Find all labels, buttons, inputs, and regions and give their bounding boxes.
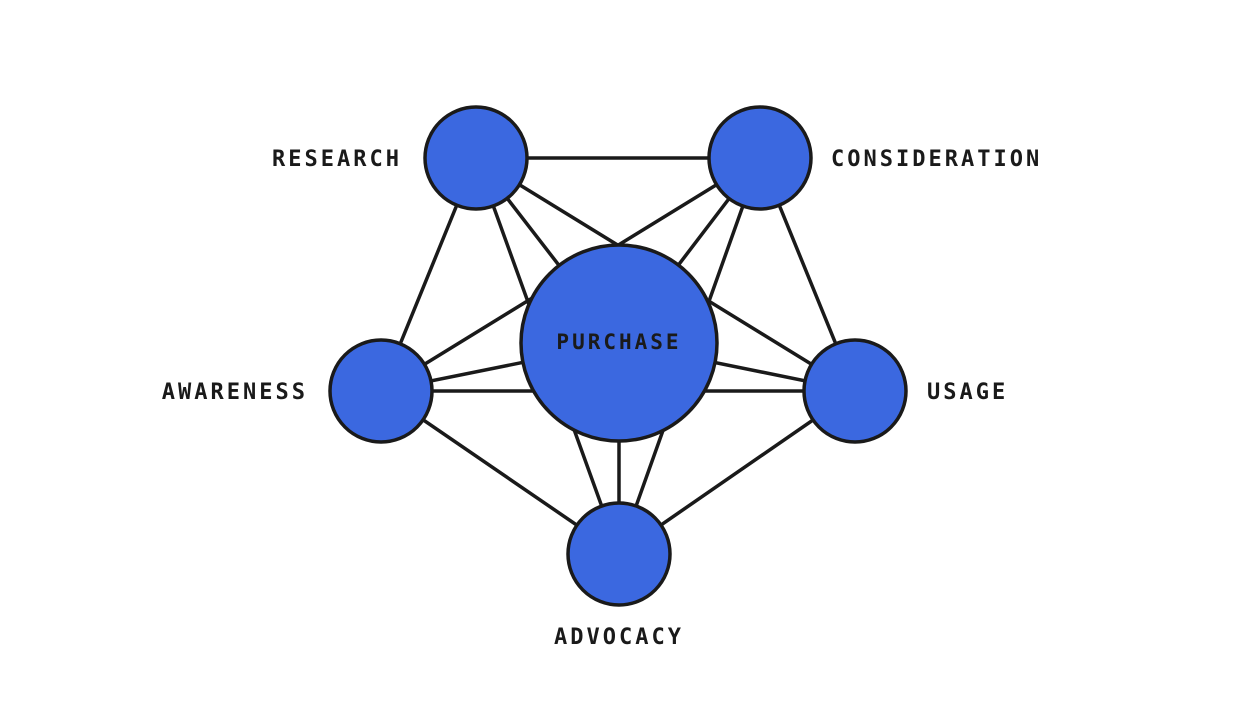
- node-purchase: [519, 243, 719, 443]
- node-label-purchase: PURCHASE: [556, 330, 681, 354]
- node-label-research: RESEARCH: [272, 147, 402, 172]
- node-research: [423, 105, 529, 211]
- node-label-consideration: CONSIDERATION: [831, 147, 1042, 172]
- node-awareness: [328, 338, 434, 444]
- node-label-usage: USAGE: [927, 380, 1008, 405]
- node-label-advocacy: ADVOCACY: [554, 625, 684, 650]
- node-usage: [802, 338, 908, 444]
- node-consideration: [707, 105, 813, 211]
- labels-group: PURCHASE RESEARCH CONSIDERATION AWARENESS US…: [162, 147, 1042, 650]
- nodes-group: [328, 105, 908, 607]
- node-advocacy: [566, 501, 672, 607]
- node-label-awareness: AWARENESS: [162, 380, 308, 405]
